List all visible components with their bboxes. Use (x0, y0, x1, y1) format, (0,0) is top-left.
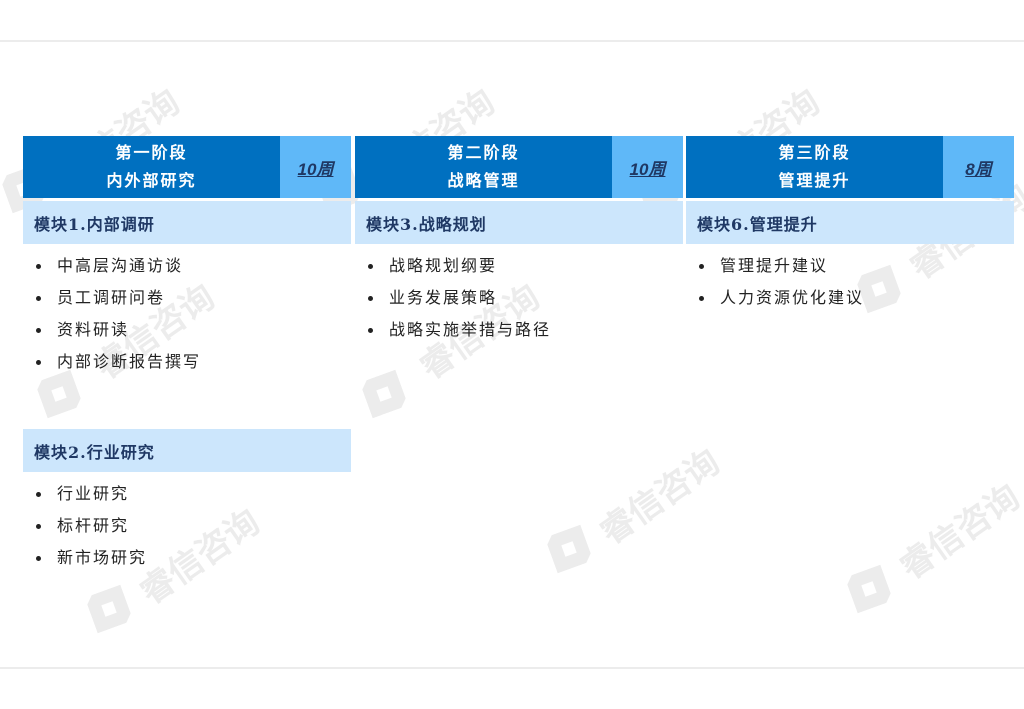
list-item-text: 行业研究 (57, 484, 130, 503)
phase-column-1: 第一阶段 内外部研究 10周 模块1.内部调研 中高层沟通访谈 员工调研问卷 资… (23, 136, 351, 378)
module-item-list: 中高层沟通访谈 员工调研问卷 资料研读 内部诊断报告撰写 (23, 244, 351, 378)
list-item: 标杆研究 (33, 510, 351, 542)
bullet-icon (33, 293, 43, 303)
bullet-icon (365, 261, 375, 271)
list-item: 业务发展策略 (365, 282, 683, 314)
module-bar: 模块2.行业研究 (23, 429, 351, 472)
bullet-icon (33, 357, 43, 367)
list-item: 管理提升建议 (696, 250, 1014, 282)
phase-column-2: 第二阶段 战略管理 10周 模块3.战略规划 战略规划纲要 业务发展策略 战略实… (355, 136, 683, 346)
phase-name: 第二阶段 战略管理 (355, 136, 612, 198)
bullet-icon (696, 293, 706, 303)
list-item-text: 战略实施举措与路径 (389, 320, 552, 339)
list-item-text: 人力资源优化建议 (720, 288, 865, 307)
bottom-divider (0, 667, 1024, 669)
list-item-text: 员工调研问卷 (57, 288, 166, 307)
phase-subtitle: 战略管理 (447, 171, 520, 190)
phase-name: 第一阶段 内外部研究 (23, 136, 280, 198)
module-item-list: 管理提升建议 人力资源优化建议 (686, 244, 1014, 314)
list-item-text: 中高层沟通访谈 (57, 256, 184, 275)
bullet-icon (33, 489, 43, 499)
module-bar: 模块3.战略规划 (355, 201, 683, 244)
list-item: 人力资源优化建议 (696, 282, 1014, 314)
list-item-text: 战略规划纲要 (389, 256, 498, 275)
bullet-icon (33, 261, 43, 271)
list-item: 新市场研究 (33, 542, 351, 574)
list-item: 行业研究 (33, 478, 351, 510)
module-item-list: 行业研究 标杆研究 新市场研究 (23, 472, 351, 574)
watermark-logo-icon (545, 525, 594, 574)
phase-duration: 10周 (612, 136, 683, 198)
list-item-text: 业务发展策略 (389, 288, 498, 307)
bullet-icon (33, 325, 43, 335)
phase-title: 第三阶段 (778, 143, 851, 162)
list-item-text: 管理提升建议 (720, 256, 829, 275)
phase-header: 第二阶段 战略管理 10周 (355, 136, 683, 198)
phase-name: 第三阶段 管理提升 (686, 136, 943, 198)
list-item: 中高层沟通访谈 (33, 250, 351, 282)
list-item: 内部诊断报告撰写 (33, 346, 351, 378)
phase-header: 第一阶段 内外部研究 10周 (23, 136, 351, 198)
bullet-icon (365, 325, 375, 335)
phase-title: 第二阶段 (447, 143, 520, 162)
bullet-icon (33, 521, 43, 531)
list-item: 战略实施举措与路径 (365, 314, 683, 346)
phase-subtitle: 管理提升 (778, 171, 851, 190)
phase-1-module-2: 模块2.行业研究 行业研究 标杆研究 新市场研究 (23, 429, 351, 574)
phase-title: 第一阶段 (115, 143, 188, 162)
watermark-logo-icon (85, 585, 134, 634)
list-item: 员工调研问卷 (33, 282, 351, 314)
watermark-logo-icon (360, 370, 409, 419)
module-bar: 模块1.内部调研 (23, 201, 351, 244)
watermark-text: 睿信咨询 (892, 476, 1024, 588)
phase-column-3: 第三阶段 管理提升 8周 模块6.管理提升 管理提升建议 人力资源优化建议 (686, 136, 1014, 314)
bullet-icon (365, 293, 375, 303)
bullet-icon (33, 553, 43, 563)
module-item-list: 战略规划纲要 业务发展策略 战略实施举措与路径 (355, 244, 683, 346)
watermark-logo-icon (845, 565, 894, 614)
bullet-icon (696, 261, 706, 271)
list-item: 战略规划纲要 (365, 250, 683, 282)
top-divider (0, 40, 1024, 42)
phase-duration: 10周 (280, 136, 351, 198)
list-item-text: 标杆研究 (57, 516, 130, 535)
list-item-text: 资料研读 (57, 320, 130, 339)
phase-header: 第三阶段 管理提升 8周 (686, 136, 1014, 198)
phase-subtitle: 内外部研究 (106, 171, 197, 190)
list-item-text: 新市场研究 (57, 548, 148, 567)
watermark-text: 睿信咨询 (592, 441, 728, 553)
list-item-text: 内部诊断报告撰写 (57, 352, 202, 371)
phase-duration: 8周 (943, 136, 1014, 198)
list-item: 资料研读 (33, 314, 351, 346)
module-bar: 模块6.管理提升 (686, 201, 1014, 244)
